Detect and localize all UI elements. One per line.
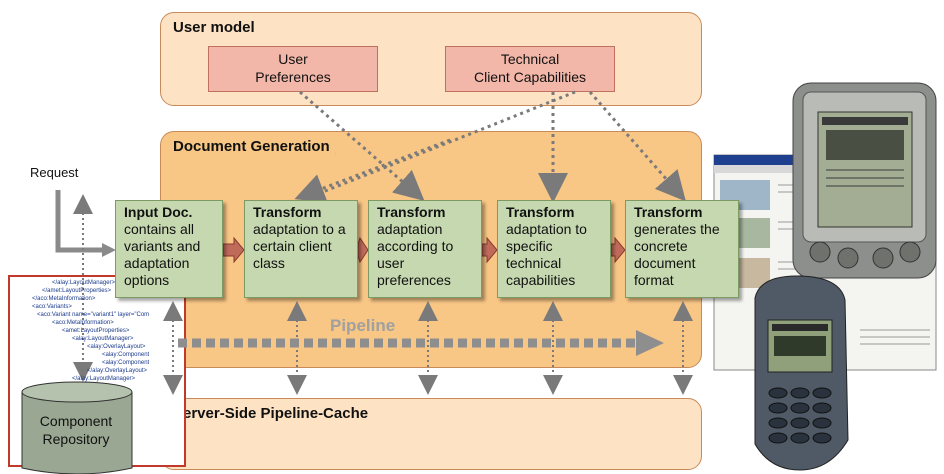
pipeline-arrow: [178, 330, 664, 356]
request-label: Request: [30, 165, 79, 180]
mobile-phone: [754, 275, 849, 471]
stage-transform-client-class: Transform adaptation to a certain client…: [244, 200, 358, 298]
xml-line: <alay:Component: [102, 352, 150, 358]
flow-arrow-3: [481, 236, 498, 264]
xml-line: </alay:OverlayLayout>: [87, 368, 148, 374]
xml-line: <alay:Component: [102, 360, 150, 366]
capabilities-to-stage-1: [294, 138, 451, 203]
xml-line: <amet:LayoutProperties>: [62, 328, 130, 334]
pipeline-cache-panel: Server-Side Pipeline-Cache: [160, 398, 702, 470]
xml-line: </aco:MetaInformation>: [32, 296, 96, 302]
flow-arrow-2: [357, 236, 369, 264]
xml-line: <aco:Variants>: [32, 304, 72, 310]
influence-arrows: [294, 90, 686, 203]
stage-title: Transform: [377, 204, 446, 220]
xml-line: </alay:LayoutManager>: [52, 280, 116, 286]
user-preferences-label: User Preferences: [255, 51, 331, 85]
stage-description: generates the concrete document format: [634, 221, 720, 288]
pda-device: [792, 82, 937, 279]
pipeline-label: Pipeline: [330, 316, 396, 335]
request-arrow: [55, 190, 103, 253]
user-preferences-box: User Preferences: [208, 46, 378, 92]
xml-line: </alay:LayoutManager>: [72, 376, 136, 382]
stage-transform-user-preferences: Transform adaptation according to user p…: [368, 200, 482, 298]
preferences-to-stage-2: [299, 90, 425, 201]
stage-title: Transform: [634, 204, 703, 220]
stage-title: Input Doc.: [124, 204, 193, 220]
capabilities-fan-line: [319, 90, 576, 195]
client-capabilities-label: Technical Client Capabilities: [473, 51, 587, 85]
stage-title: Transform: [506, 204, 575, 220]
device-illustrations: [713, 82, 937, 471]
cache-arrows: [73, 194, 693, 395]
stage-transform-technical-capabilities: Transform adaptation to specific technic…: [497, 200, 611, 298]
stage-title: Transform: [253, 204, 322, 220]
xml-line: <alay:LayoutManager>: [72, 336, 134, 342]
stage-transform-document-format: Transform generates the concrete documen…: [625, 200, 739, 298]
capabilities-to-stage-4: [588, 91, 686, 202]
document-generation-title: Document Generation: [173, 138, 330, 155]
flow-arrow-1: [222, 236, 245, 264]
xml-line: <aco:MetaInformation>: [52, 320, 114, 326]
stage-input-doc: Input Doc. contains all variants and ada…: [115, 200, 223, 298]
xml-line: <aco:Variant name="variant1" layer="Com: [37, 312, 150, 318]
xml-line: </amet:LayoutProperties>: [42, 288, 112, 294]
client-capabilities-box: Technical Client Capabilities: [445, 46, 615, 92]
xml-line: <alay:OverlayLayout>: [87, 344, 146, 350]
stage-description: adaptation to specific technical capabil…: [506, 221, 587, 288]
pipeline-cache-title: Server-Side Pipeline-Cache: [173, 405, 369, 422]
stage-description: contains all variants and adaptation opt…: [124, 221, 201, 288]
stage-description: adaptation according to user preferences: [377, 221, 454, 288]
user-model-title: User model: [173, 19, 255, 36]
stage-description: adaptation to a certain client class: [253, 221, 346, 271]
flow-arrow-4: [610, 236, 626, 264]
component-repository-label: Component Repository: [39, 413, 113, 447]
request-arrowhead: [102, 243, 116, 257]
component-repository: [21, 381, 133, 474]
